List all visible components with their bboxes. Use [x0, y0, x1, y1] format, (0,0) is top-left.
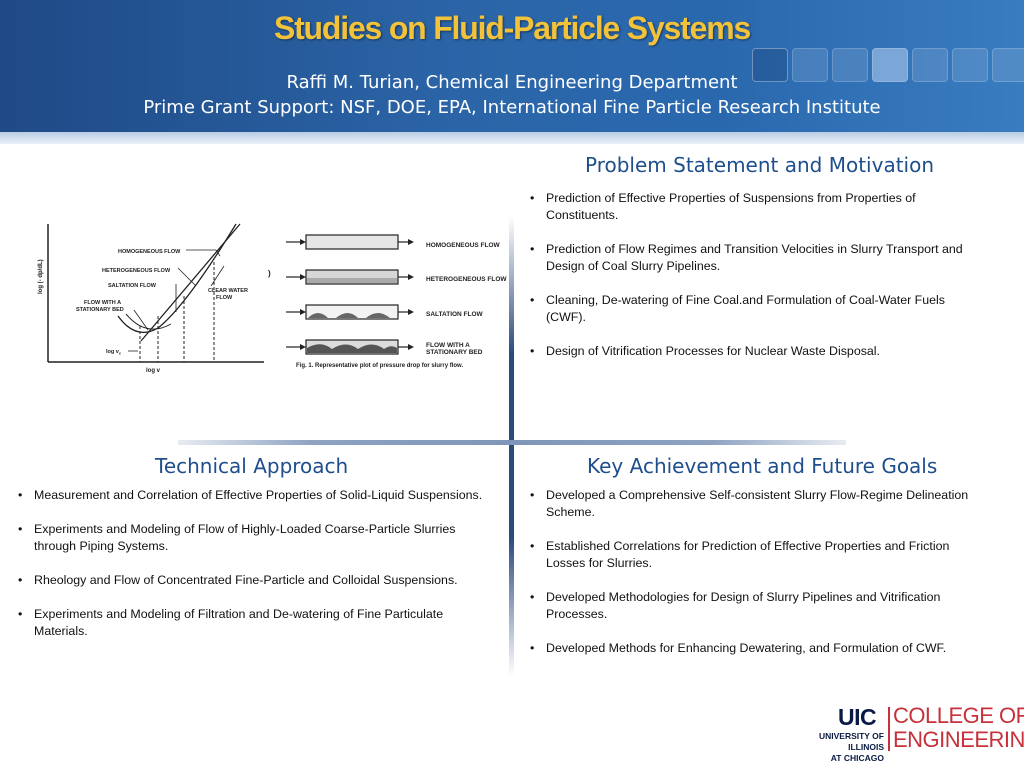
- list-item: Experiments and Modeling of Flow of High…: [14, 521, 494, 555]
- decor-square: [912, 48, 948, 82]
- pressure-drop-plot: HOMOGENEOUS FLOW HETEROGENEOUS FLOW SALT…: [38, 223, 264, 374]
- list-item: Rheology and Flow of Concentrated Fine-P…: [14, 572, 494, 589]
- uic-engineering-logo: UIC UNIVERSITY OF ILLINOIS AT CHICAGO CO…: [792, 704, 1024, 764]
- author-line: Raffi M. Turian, Chemical Engineering De…: [286, 72, 738, 93]
- label-stationary-bed-2: STATIONARY BED: [76, 307, 124, 313]
- decor-square: [752, 48, 788, 82]
- list-item: Experiments and Modeling of Filtration a…: [14, 606, 494, 640]
- header-banner: Studies on Fluid-Particle Systems Raffi …: [0, 0, 1024, 132]
- key-achievement-heading: Key Achievement and Future Goals: [587, 454, 938, 478]
- list-item: Cleaning, De-watering of Fine Coal.and F…: [526, 292, 976, 326]
- list-item: Established Correlations for Prediction …: [526, 538, 976, 572]
- pipe-label-saltation: SALTATION FLOW: [426, 311, 484, 318]
- list-item: Developed Methodologies for Design of Sl…: [526, 589, 976, 623]
- figure-caption: Fig. 1. Representative plot of pressure …: [296, 363, 463, 369]
- logo-university: UNIVERSITY OF ILLINOIS AT CHICAGO: [792, 731, 884, 764]
- list-item: Developed a Comprehensive Self-consisten…: [526, 487, 976, 521]
- pipe-label-heterogeneous: HETEROGENEOUS FLOW: [426, 276, 507, 283]
- key-achievement-list: Developed a Comprehensive Self-consisten…: [526, 487, 976, 674]
- figure-svg: HOMOGENEOUS FLOW HETEROGENEOUS FLOW SALT…: [38, 223, 507, 374]
- technical-list: Measurement and Correlation of Effective…: [14, 487, 494, 657]
- decor-square: [792, 48, 828, 82]
- list-item: Prediction of Effective Properties of Su…: [526, 190, 976, 224]
- decorative-squares: [752, 48, 1024, 82]
- logo-uic: UIC: [838, 704, 877, 730]
- grant-support-line: Prime Grant Support: NSF, DOE, EPA, Inte…: [143, 97, 881, 118]
- technical-heading: Technical Approach: [155, 454, 349, 478]
- list-item: Prediction of Flow Regimes and Transitio…: [526, 241, 976, 275]
- label-saltation: SALTATION FLOW: [108, 283, 157, 289]
- logo-university-line1: UNIVERSITY OF ILLINOIS: [818, 731, 884, 752]
- decor-square: [832, 48, 868, 82]
- flow-regime-pipes: ): [268, 234, 507, 369]
- horizontal-divider: [178, 440, 846, 445]
- vertical-divider: [509, 216, 514, 676]
- pipe-label-homogeneous: HOMOGENEOUS FLOW: [426, 242, 501, 249]
- problem-heading: Problem Statement and Motivation: [585, 153, 935, 177]
- list-item: Design of Vitrification Processes for Nu…: [526, 343, 976, 360]
- header-stripe: [0, 132, 1024, 144]
- slurry-flow-figure: HOMOGENEOUS FLOW HETEROGENEOUS FLOW SALT…: [36, 216, 510, 376]
- logo-college-line1: COLLEGE OF: [893, 703, 1024, 728]
- label-vc: log vc: [106, 349, 122, 356]
- list-item: Measurement and Correlation of Effective…: [14, 487, 494, 504]
- label-x-axis: log v: [146, 368, 161, 374]
- list-item: Developed Methods for Enhancing Dewateri…: [526, 640, 976, 657]
- label-clear-water-1: CLEAR WATER: [208, 288, 248, 294]
- decor-square: [992, 48, 1024, 82]
- logo-college-line2: ENGINEERING: [893, 727, 1024, 752]
- label-stationary-bed-1: FLOW WITH A: [84, 300, 121, 306]
- page-title: Studies on Fluid-Particle Systems: [273, 10, 751, 46]
- label-heterogeneous: HETEROGENEOUS FLOW: [102, 268, 171, 274]
- label-homogeneous: HOMOGENEOUS FLOW: [118, 249, 181, 255]
- label-clear-water-2: FLOW: [216, 295, 233, 301]
- logo-college: COLLEGE OF ENGINEERING: [893, 704, 1024, 752]
- label-y-axis: log (- dp/dL): [38, 259, 44, 294]
- pipe-label-bed-1: FLOW WITH A: [426, 342, 470, 349]
- svg-text:): ): [268, 269, 271, 278]
- problem-list: Prediction of Effective Properties of Su…: [526, 190, 976, 377]
- decor-square: [952, 48, 988, 82]
- logo-university-line2: AT CHICAGO: [830, 753, 884, 763]
- decor-square: [872, 48, 908, 82]
- logo-divider: [888, 707, 890, 751]
- pipe-label-bed-2: STATIONARY BED: [426, 349, 483, 356]
